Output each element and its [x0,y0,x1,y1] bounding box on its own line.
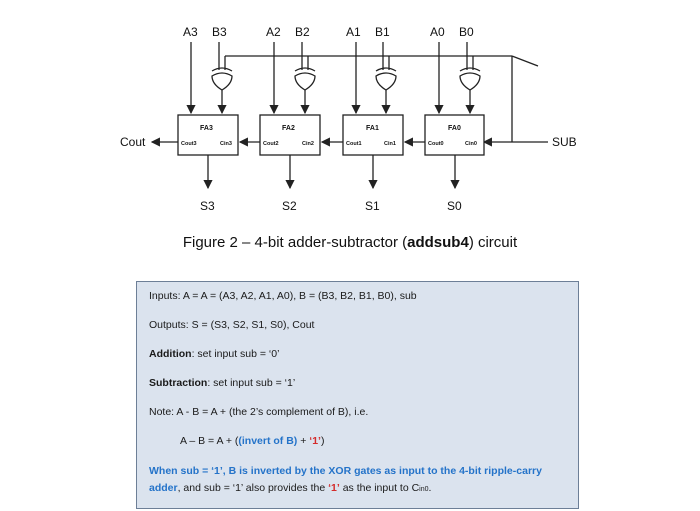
final-adder: adder [149,482,178,494]
fa1-cin-port: Cin1 [384,141,396,147]
final-text-b: as the input to C [339,482,420,494]
full-adder-fa3 [177,114,239,156]
caption-suffix: ) circuit [468,234,518,251]
sub-bus [225,55,548,147]
fa3-name: FA3 [200,125,213,132]
xor-gate-2 [294,67,316,91]
full-adder-fa1 [342,114,404,156]
figure-caption: Figure 2 – 4-bit adder-subtractor (addsu… [0,234,700,251]
notes-outputs: Outputs: S = (S3, S2, S1, S0), Cout [149,319,315,331]
xor-gate-3 [211,67,233,91]
input-label-b1: B1 [375,25,390,39]
stage-fa2: A2 B2 FA2 Cout2 Cin2 S2 [238,25,321,213]
final-text: , and sub = ‘1’ also provides the [177,482,329,494]
xor-gate-1 [375,67,397,91]
input-label-a0: A0 [430,25,445,39]
input-label-b0: B0 [459,25,474,39]
notes-addition: Addition: set input sub = ‘0’ [149,348,279,360]
input-label-b2: B2 [295,25,310,39]
fa3-cout-port: Cout3 [181,141,197,147]
stage-fa3: A3 B3 FA3 Cout3 Cin3 S3 [177,25,239,213]
notes-inputs: Inputs: A = A = (A3, A2, A1, A0), B = (B… [149,290,417,302]
final-one: ‘1’ [328,482,340,494]
formula-suffix: ) [320,435,325,447]
adder-subtractor-diagram: SUB Cout A3 B3 FA3 Cout3 Cin3 S3 A2 B2 [120,25,577,213]
notes-box: Inputs: A = A = (A3, A2, A1, A0), B = (B… [136,281,579,509]
notes-formula: A – B = A + ((invert of B) + ‘1’) [180,435,324,447]
fa3-cin-port: Cin3 [220,141,232,147]
formula-one: ‘1’ [309,435,321,447]
fa2-name: FA2 [282,125,295,132]
cout-label: Cout [120,135,146,149]
sum-label-s1: S1 [365,199,380,213]
fa1-cout-port: Cout1 [346,141,362,147]
stage-fa1: A1 B1 FA1 Cout1 Cin1 S1 [320,25,404,213]
notes-final-line-1: When sub = ‘1’, B is inverted by the XOR… [149,465,542,477]
formula-invert: (invert of B) [238,435,298,447]
notes-subtraction: Subtraction: set input sub = ‘1’ [149,377,295,389]
caption-prefix: Figure 2 – 4-bit adder-subtractor ( [182,234,408,251]
xor-gate-0 [459,67,481,91]
fa1-name: FA1 [366,125,379,132]
final-end: . [428,482,432,494]
fa0-name: FA0 [448,125,461,132]
notes-final-line-2: adder, and sub = ‘1’ also provides the ‘… [149,482,431,494]
sum-label-s0: S0 [447,199,462,213]
sub-label: SUB [552,135,577,149]
input-label-a1: A1 [346,25,361,39]
formula-mid: + [297,435,310,447]
addition-text: : set input sub = ‘0’ [191,348,280,360]
addition-label: Addition [149,348,192,360]
fa0-cout-port: Cout0 [428,141,444,147]
fa0-cin-port: Cin0 [465,141,477,147]
subtraction-label: Subtraction [149,377,208,389]
caption-bold: addsub4 [407,234,469,251]
input-label-b3: B3 [212,25,227,39]
full-adder-fa2 [259,114,321,156]
sum-label-s3: S3 [200,199,215,213]
full-adder-fa0 [424,114,485,156]
stage-fa0: A0 B0 FA0 Cout0 Cin0 S0 [403,25,485,213]
input-label-a2: A2 [266,25,281,39]
subtraction-text: : set input sub = ‘1’ [207,377,296,389]
fa2-cout-port: Cout2 [263,141,279,147]
notes-note: Note: A - B = A + (the 2’s complement of… [149,406,369,418]
final-subscript: in0 [419,486,429,493]
formula-prefix: A – B = A + ( [180,435,239,447]
input-label-a3: A3 [183,25,198,39]
sum-label-s2: S2 [282,199,297,213]
fa2-cin-port: Cin2 [302,141,314,147]
